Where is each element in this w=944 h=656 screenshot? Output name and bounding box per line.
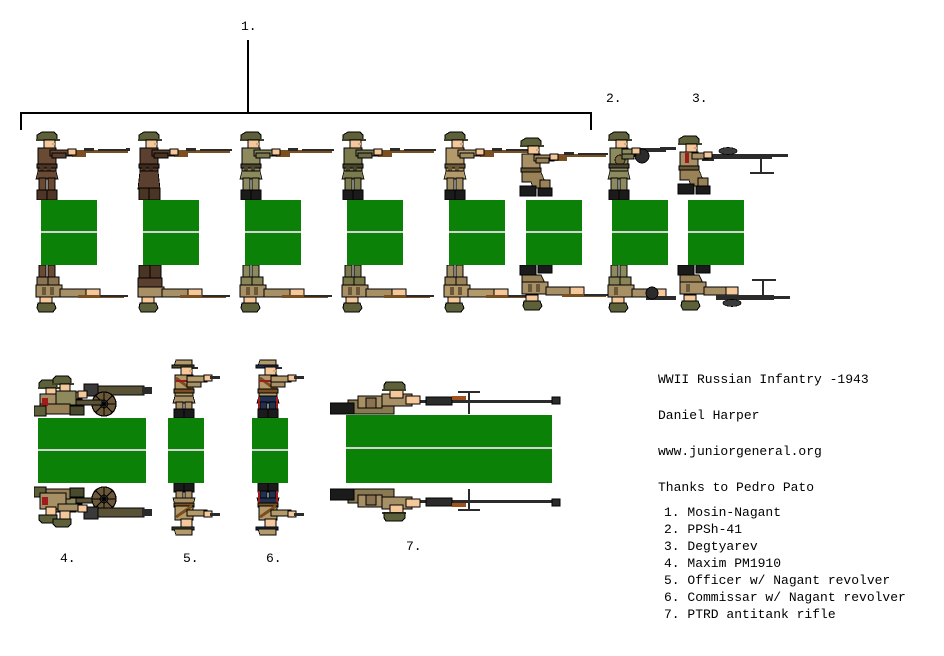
rifleman-prone-5 xyxy=(436,265,556,317)
figure-base xyxy=(245,200,301,265)
maxim-machinegun-crew-prone xyxy=(34,483,164,543)
legend-item: 2. PPSh-41 xyxy=(664,522,743,537)
callout-label-6: 6. xyxy=(266,551,282,566)
rifleman-prone-4 xyxy=(334,265,454,317)
figure-base xyxy=(612,200,668,265)
rifleman-standing-5 xyxy=(436,128,556,200)
smg-gunner-prone-ppsh xyxy=(600,265,710,317)
weapon-legend: 1. Mosin-Nagant 2. PPSh-41 3. Degtyarev … xyxy=(664,504,936,623)
figure-base xyxy=(252,418,288,483)
rifleman-standing-3 xyxy=(232,128,352,200)
author-name: Daniel Harper xyxy=(658,408,760,423)
figure-base xyxy=(526,200,582,265)
commissar-nagant xyxy=(252,356,332,418)
figure-base xyxy=(41,200,97,265)
callout-label-7: 7. xyxy=(406,539,422,554)
group-bracket-stem xyxy=(247,40,249,112)
legend-item: 7. PTRD antitank rifle xyxy=(664,607,836,622)
rifleman-prone-1 xyxy=(28,265,148,317)
callout-label-5: 5. xyxy=(183,551,199,566)
legend-item: 3. Degtyarev xyxy=(664,539,758,554)
officer-nagant xyxy=(168,356,248,418)
officer-prone-nagant xyxy=(168,483,248,539)
figure-base xyxy=(347,200,403,265)
rifleman-prone-3 xyxy=(232,265,352,317)
lmg-gunner-prone-degtyarev xyxy=(672,265,802,319)
website-url: www.juniorgeneral.org xyxy=(658,444,822,459)
callout-label-2: 2. xyxy=(606,91,622,106)
group-bracket-1 xyxy=(20,112,592,130)
sheet-title: WWII Russian Infantry -1943 xyxy=(658,372,869,387)
rifleman-prone-6 xyxy=(514,265,634,317)
rifleman-standing-2 xyxy=(130,128,250,200)
ptrd-antitank-rifleman xyxy=(330,378,570,420)
commissar-prone-nagant xyxy=(252,483,332,539)
lmg-gunner-degtyarev xyxy=(672,134,802,200)
rifleman-standing-1 xyxy=(28,128,148,200)
rifleman-prone-2 xyxy=(130,265,250,317)
figure-base xyxy=(346,415,552,483)
legend-item: 1. Mosin-Nagant xyxy=(664,505,782,520)
thanks-note: Thanks to Pedro Pato xyxy=(658,480,815,495)
credits-block: WWII Russian Infantry -1943 Daniel Harpe… xyxy=(658,372,938,516)
ptrd-antitank-rifleman-prone xyxy=(330,483,570,525)
figure-base xyxy=(449,200,505,265)
maxim-machinegun-crew xyxy=(34,360,164,420)
figure-base xyxy=(38,418,146,483)
smg-gunner-ppsh xyxy=(600,128,710,200)
rifleman-standing-4 xyxy=(334,128,454,200)
legend-item: 4. Maxim PM1910 xyxy=(664,556,782,571)
callout-label-4: 4. xyxy=(60,551,76,566)
figure-base xyxy=(143,200,199,265)
figure-base xyxy=(688,200,744,265)
legend-item: 6. Commissar w/ Nagant revolver xyxy=(664,590,906,605)
rifleman-kneeling-6 xyxy=(514,136,634,200)
callout-label-1: 1. xyxy=(241,19,257,34)
legend-item: 5. Officer w/ Nagant revolver xyxy=(664,573,891,588)
callout-label-3: 3. xyxy=(692,91,708,106)
figure-base xyxy=(168,418,204,483)
